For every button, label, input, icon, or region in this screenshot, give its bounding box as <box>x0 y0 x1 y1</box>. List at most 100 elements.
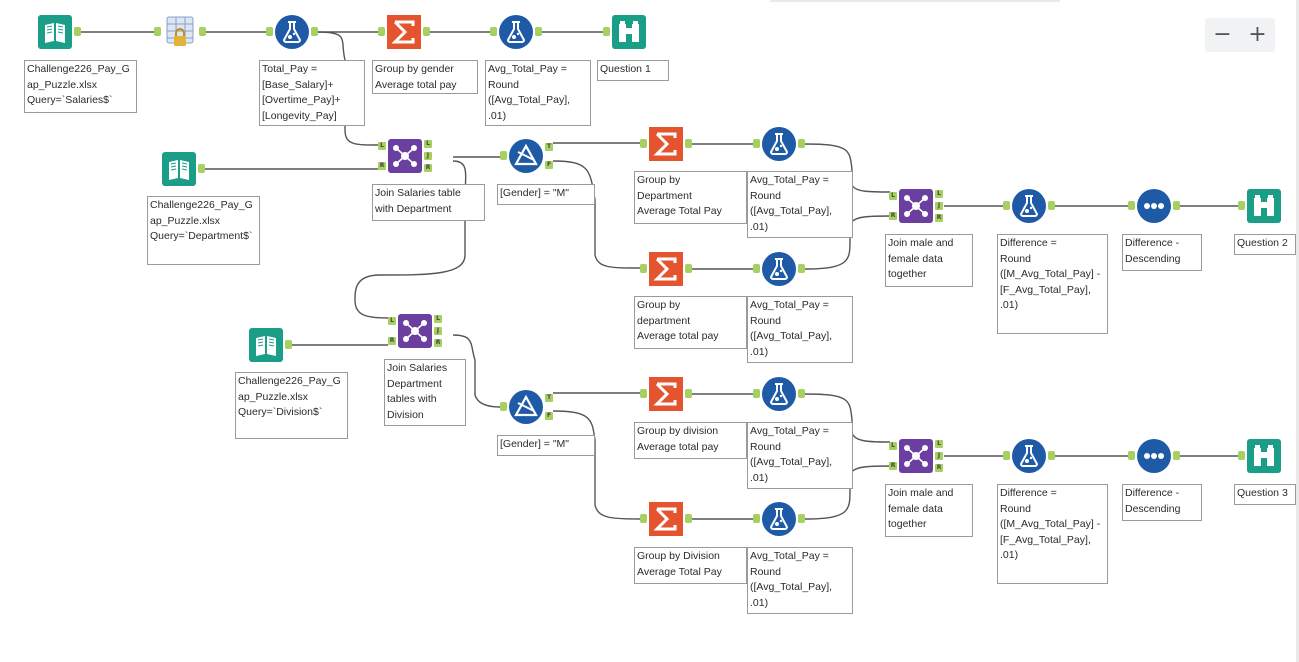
connection-anchor[interactable] <box>1048 201 1055 210</box>
tool-formula[interactable] <box>1011 438 1047 474</box>
connection-wire[interactable] <box>552 160 641 269</box>
tool-filter[interactable] <box>508 389 544 425</box>
connection-anchor[interactable]: R <box>388 337 396 345</box>
connection-anchor[interactable] <box>798 514 805 523</box>
connection-anchor[interactable]: J <box>434 327 442 335</box>
connection-anchor[interactable]: J <box>935 202 943 210</box>
connection-anchor[interactable] <box>74 27 81 36</box>
tool-browse[interactable] <box>1246 438 1282 474</box>
connection-anchor[interactable] <box>1173 451 1180 460</box>
connection-anchor[interactable]: J <box>935 452 943 460</box>
connection-anchor[interactable] <box>1003 201 1010 210</box>
tool-formula[interactable] <box>498 14 534 50</box>
connection-wire[interactable] <box>804 143 891 193</box>
connection-anchor[interactable] <box>753 139 760 148</box>
connection-anchor[interactable] <box>1003 451 1010 460</box>
connection-anchor[interactable] <box>798 264 805 273</box>
connection-anchor[interactable] <box>640 139 647 148</box>
connection-anchor[interactable] <box>798 389 805 398</box>
tool-summarize[interactable] <box>648 126 684 162</box>
connection-anchor[interactable] <box>1128 201 1135 210</box>
canvas-scrollbar-track[interactable] <box>1296 0 1299 662</box>
connection-anchor[interactable] <box>640 264 647 273</box>
connection-anchor[interactable] <box>1048 451 1055 460</box>
connection-anchor[interactable] <box>285 340 292 349</box>
connection-anchor[interactable] <box>311 27 318 36</box>
connection-anchor[interactable] <box>198 164 205 173</box>
connection-anchor[interactable] <box>1238 201 1245 210</box>
tool-join[interactable] <box>898 188 934 224</box>
tool-browse[interactable] <box>611 14 647 50</box>
connection-anchor[interactable] <box>378 27 385 36</box>
connection-anchor[interactable] <box>500 402 507 411</box>
connection-anchor[interactable]: R <box>434 339 442 347</box>
connection-anchor[interactable]: R <box>935 464 943 472</box>
connection-anchor[interactable]: L <box>935 440 943 448</box>
tool-formula[interactable] <box>274 14 310 50</box>
connection-anchor[interactable] <box>685 514 692 523</box>
connection-anchor[interactable] <box>753 514 760 523</box>
connection-anchor[interactable]: R <box>889 212 897 220</box>
tool-join[interactable] <box>898 438 934 474</box>
connection-anchor[interactable]: L <box>388 317 396 325</box>
tool-sort[interactable] <box>1136 188 1172 224</box>
tool-summarize[interactable] <box>648 376 684 412</box>
tool-browse[interactable] <box>1246 188 1282 224</box>
connection-anchor[interactable]: L <box>935 190 943 198</box>
connection-wire[interactable] <box>804 393 891 443</box>
connection-anchor[interactable] <box>753 389 760 398</box>
tool-input[interactable] <box>37 14 73 50</box>
connection-wire[interactable] <box>552 410 641 520</box>
connection-anchor[interactable]: J <box>424 152 432 160</box>
connection-anchor[interactable]: T <box>545 143 553 151</box>
tool-input[interactable] <box>161 151 197 187</box>
connection-anchor[interactable] <box>154 27 161 36</box>
connection-anchor[interactable]: R <box>424 164 432 172</box>
tool-filter[interactable] <box>508 138 544 174</box>
connection-anchor[interactable] <box>1128 451 1135 460</box>
connection-anchor[interactable] <box>490 27 497 36</box>
tool-encrypt[interactable] <box>162 14 198 50</box>
connection-anchor[interactable]: L <box>434 315 442 323</box>
connection-anchor[interactable] <box>1173 201 1180 210</box>
connection-anchor[interactable]: R <box>378 162 386 170</box>
tool-summarize[interactable] <box>386 14 422 50</box>
tool-join[interactable] <box>387 138 423 174</box>
tool-summarize[interactable] <box>648 251 684 287</box>
connection-anchor[interactable] <box>640 389 647 398</box>
connection-anchor[interactable]: R <box>889 462 897 470</box>
tool-formula[interactable] <box>761 126 797 162</box>
connection-anchor[interactable] <box>685 389 692 398</box>
connection-anchor[interactable] <box>798 139 805 148</box>
connection-anchor[interactable] <box>753 264 760 273</box>
connection-anchor[interactable] <box>535 27 542 36</box>
connection-anchor[interactable] <box>500 151 507 160</box>
connection-anchor[interactable]: L <box>378 142 386 150</box>
zoom-in-button[interactable]: + <box>1248 22 1267 47</box>
connection-anchor[interactable] <box>1238 451 1245 460</box>
connection-anchor[interactable]: L <box>424 140 432 148</box>
connection-anchor[interactable]: L <box>889 442 897 450</box>
tool-formula[interactable] <box>761 501 797 537</box>
connection-anchor[interactable]: F <box>545 412 553 420</box>
tool-summarize[interactable] <box>648 501 684 537</box>
tool-formula[interactable] <box>761 251 797 287</box>
connection-anchor[interactable] <box>685 264 692 273</box>
connection-anchor[interactable] <box>640 514 647 523</box>
connection-anchor[interactable] <box>266 27 273 36</box>
connection-anchor[interactable] <box>603 27 610 36</box>
connection-wire[interactable] <box>804 215 891 270</box>
connection-anchor[interactable]: T <box>545 394 553 402</box>
connection-wire[interactable] <box>804 465 891 520</box>
tool-formula[interactable] <box>761 376 797 412</box>
connection-anchor[interactable] <box>199 27 206 36</box>
connection-wire[interactable] <box>452 334 501 408</box>
connection-anchor[interactable]: R <box>935 214 943 222</box>
connection-anchor[interactable] <box>685 139 692 148</box>
tool-input[interactable] <box>248 327 284 363</box>
tool-sort[interactable] <box>1136 438 1172 474</box>
connection-anchor[interactable] <box>423 27 430 36</box>
tool-join[interactable] <box>397 313 433 349</box>
tool-formula[interactable] <box>1011 188 1047 224</box>
